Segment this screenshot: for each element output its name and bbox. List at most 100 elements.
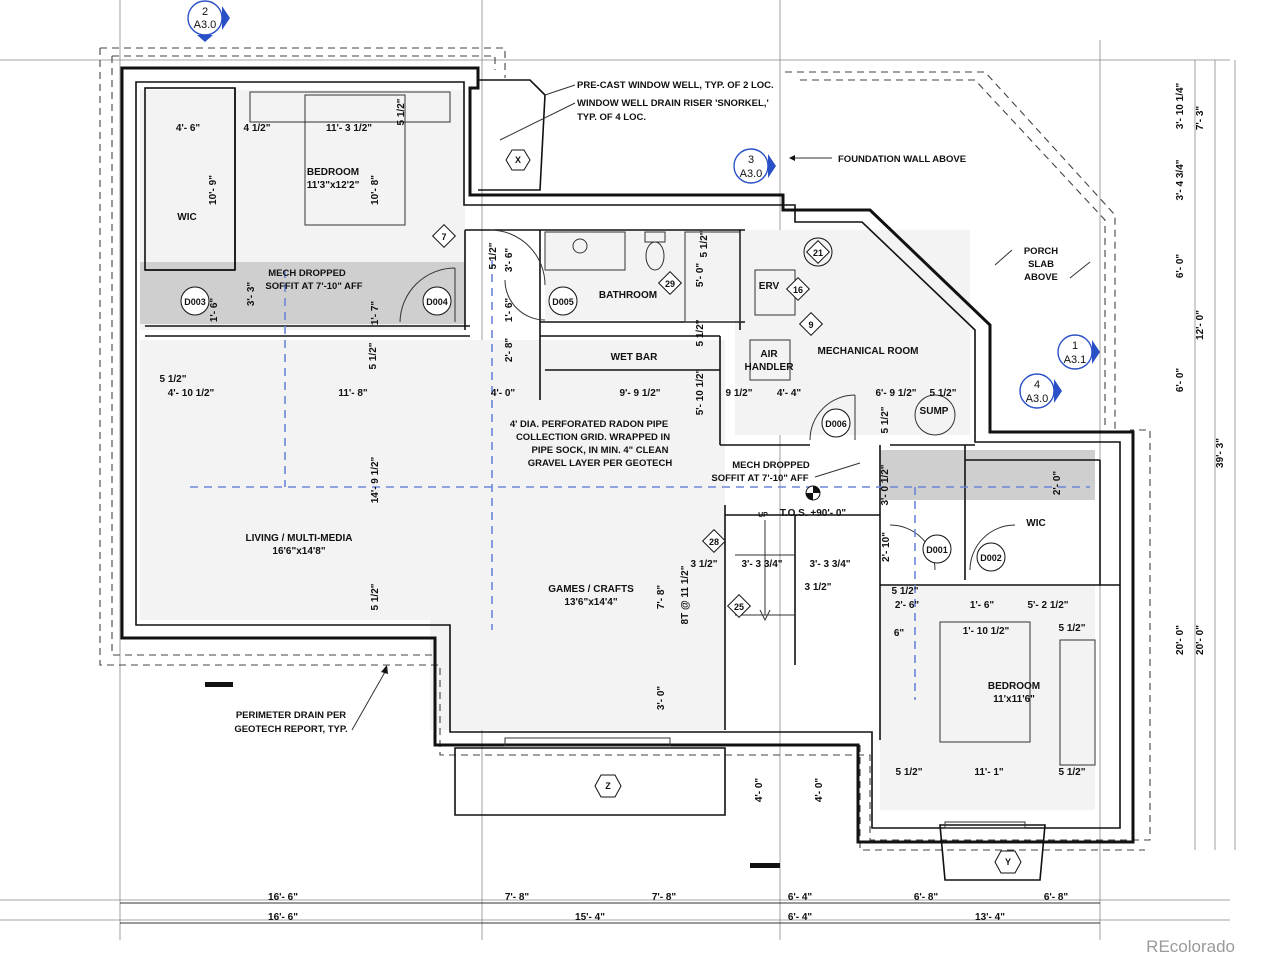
- svg-text:16'- 6": 16'- 6": [268, 892, 298, 903]
- svg-text:Z: Z: [605, 781, 611, 791]
- svg-text:3'- 0": 3'- 0": [656, 686, 667, 711]
- svg-text:5 1/2": 5 1/2": [930, 388, 957, 399]
- interior-walls: [144, 87, 1120, 740]
- svg-text:4'- 0": 4'- 0": [754, 778, 765, 803]
- svg-text:21: 21: [813, 248, 823, 258]
- door-tag-d006[interactable]: D006: [821, 408, 851, 438]
- door-tag-d003[interactable]: D003: [180, 286, 210, 316]
- svg-text:20'- 0": 20'- 0": [1175, 625, 1186, 655]
- svg-text:3'- 4 3/4": 3'- 4 3/4": [1175, 159, 1186, 200]
- section-marker-2[interactable]: 2 A3.0: [187, 0, 230, 42]
- svg-text:4'- 0": 4'- 0": [814, 778, 825, 803]
- floor-fills: [140, 90, 1095, 810]
- svg-text:16'- 6": 16'- 6": [268, 912, 298, 923]
- svg-text:8T @ 11 1/2": 8T @ 11 1/2": [680, 565, 691, 624]
- svg-text:4: 4: [1034, 379, 1040, 391]
- stair-up-label: UP: [758, 512, 768, 519]
- foundation-walls: [120, 66, 1135, 844]
- keynote-tag-16: 16: [785, 276, 811, 302]
- svg-text:2'- 10": 2'- 10": [881, 532, 892, 562]
- svg-text:39'- 3": 39'- 3": [1215, 438, 1226, 468]
- window-tag-z[interactable]: Z: [594, 774, 622, 798]
- svg-text:4'- 10 1/2": 4'- 10 1/2": [168, 388, 215, 399]
- svg-text:6'- 9 1/2": 6'- 9 1/2": [875, 388, 916, 399]
- svg-text:10'- 9": 10'- 9": [208, 175, 219, 205]
- section-marker-3[interactable]: 3 A3.0: [733, 148, 776, 184]
- door-tag-d005[interactable]: D005: [548, 286, 578, 316]
- svg-text:A3.0: A3.0: [740, 168, 763, 180]
- svg-text:16: 16: [793, 285, 803, 295]
- room-living-size: 16'6"x14'8": [272, 546, 325, 557]
- svg-text:7'- 8": 7'- 8": [505, 892, 530, 903]
- note-soffit-b-2: SOFFIT AT 7'-10" AFF: [711, 473, 808, 484]
- svg-text:1'- 6": 1'- 6": [970, 600, 995, 611]
- svg-text:4'- 6": 4'- 6": [176, 123, 201, 134]
- door-tag-d002[interactable]: D002: [976, 542, 1006, 572]
- door-swings: [399, 229, 1016, 571]
- svg-text:5 1/2": 5 1/2": [896, 767, 923, 778]
- note-porch-3: ABOVE: [1024, 272, 1058, 283]
- room-games-name: GAMES / CRAFTS: [548, 584, 634, 595]
- watermark: REcolorado: [1146, 937, 1235, 956]
- svg-text:6'- 0": 6'- 0": [1175, 368, 1186, 393]
- keynote-tag-7: 7: [431, 223, 457, 249]
- svg-text:3'- 6": 3'- 6": [504, 248, 515, 273]
- svg-text:5 1/2": 5 1/2": [699, 230, 710, 257]
- interior-dimensions: 4'- 6" 4 1/2" 11'- 3 1/2" 5 1/2" 10'- 9"…: [160, 98, 1086, 802]
- svg-text:5 1/2": 5 1/2": [892, 586, 919, 597]
- svg-text:9: 9: [808, 320, 813, 330]
- section-marker-1[interactable]: 1 A3.1: [1057, 334, 1100, 370]
- svg-text:D004: D004: [426, 297, 448, 307]
- svg-text:1'- 6": 1'- 6": [209, 298, 220, 323]
- svg-text:13'- 4": 13'- 4": [975, 912, 1005, 923]
- svg-text:D002: D002: [980, 553, 1002, 563]
- svg-text:9'- 9 1/2": 9'- 9 1/2": [619, 388, 660, 399]
- svg-text:6'- 8": 6'- 8": [1044, 892, 1069, 903]
- svg-text:3'- 3 3/4": 3'- 3 3/4": [741, 559, 782, 570]
- svg-text:5 1/2": 5 1/2": [1059, 623, 1086, 634]
- room-bathroom-name: BATHROOM: [599, 290, 657, 301]
- room-wic-2-name: WIC: [1026, 518, 1045, 529]
- svg-text:4'- 0": 4'- 0": [491, 388, 516, 399]
- window-tag-x[interactable]: X: [505, 149, 531, 171]
- svg-text:3: 3: [748, 154, 754, 166]
- note-radon-3: PIPE SOCK, IN MIN. 4" CLEAN: [532, 445, 669, 456]
- room-games-size: 13'6"x14'4": [564, 597, 617, 608]
- svg-text:6'- 4": 6'- 4": [788, 912, 813, 923]
- svg-text:D005: D005: [552, 297, 574, 307]
- svg-text:25: 25: [734, 602, 744, 612]
- svg-text:14'- 9 1/2": 14'- 9 1/2": [370, 456, 381, 503]
- window-tag-y[interactable]: Y: [994, 850, 1022, 874]
- section-marker-4[interactable]: 4 A3.0: [1019, 373, 1062, 409]
- svg-text:A3.1: A3.1: [1064, 354, 1087, 366]
- notes: PRE-CAST WINDOW WELL, TYP. OF 2 LOC. WIN…: [234, 80, 1091, 735]
- svg-text:29: 29: [665, 279, 675, 289]
- svg-text:2'- 0": 2'- 0": [1052, 471, 1063, 496]
- svg-text:4 1/2": 4 1/2": [244, 123, 271, 134]
- svg-text:5 1/2": 5 1/2": [368, 342, 379, 369]
- svg-text:28: 28: [709, 537, 719, 547]
- note-porch-2: SLAB: [1028, 259, 1054, 270]
- svg-text:D006: D006: [825, 419, 847, 429]
- svg-text:1: 1: [1072, 340, 1078, 352]
- svg-text:5 1/2": 5 1/2": [1059, 767, 1086, 778]
- svg-text:5 1/2": 5 1/2": [370, 583, 381, 610]
- svg-text:11'- 8": 11'- 8": [338, 388, 368, 399]
- door-tag-d004[interactable]: D004: [422, 286, 452, 316]
- note-radon-2: COLLECTION GRID. WRAPPED IN: [516, 432, 670, 443]
- svg-text:5'- 10 1/2": 5'- 10 1/2": [695, 368, 706, 415]
- bottom-dimensions: 16'- 6" 7'- 8" 7'- 8" 6'- 4" 6'- 8" 6'- …: [120, 892, 1100, 924]
- svg-text:7'- 3": 7'- 3": [1195, 106, 1206, 131]
- svg-text:Y: Y: [1005, 857, 1011, 867]
- room-bedroom-1-name: BEDROOM: [307, 167, 359, 178]
- fixtures: [249, 91, 1096, 766]
- svg-text:3'- 10 1/4": 3'- 10 1/4": [1175, 82, 1186, 129]
- note-foundation-wall: FOUNDATION WALL ABOVE: [838, 154, 966, 165]
- svg-text:A3.0: A3.0: [194, 19, 217, 31]
- svg-text:5'- 2 1/2": 5'- 2 1/2": [1027, 600, 1068, 611]
- door-tag-d001[interactable]: D001: [922, 534, 952, 564]
- svg-text:6": 6": [894, 628, 905, 639]
- note-radon-1: 4' DIA. PERFORATED RADON PIPE: [510, 419, 668, 430]
- svg-text:2'- 8": 2'- 8": [504, 338, 515, 363]
